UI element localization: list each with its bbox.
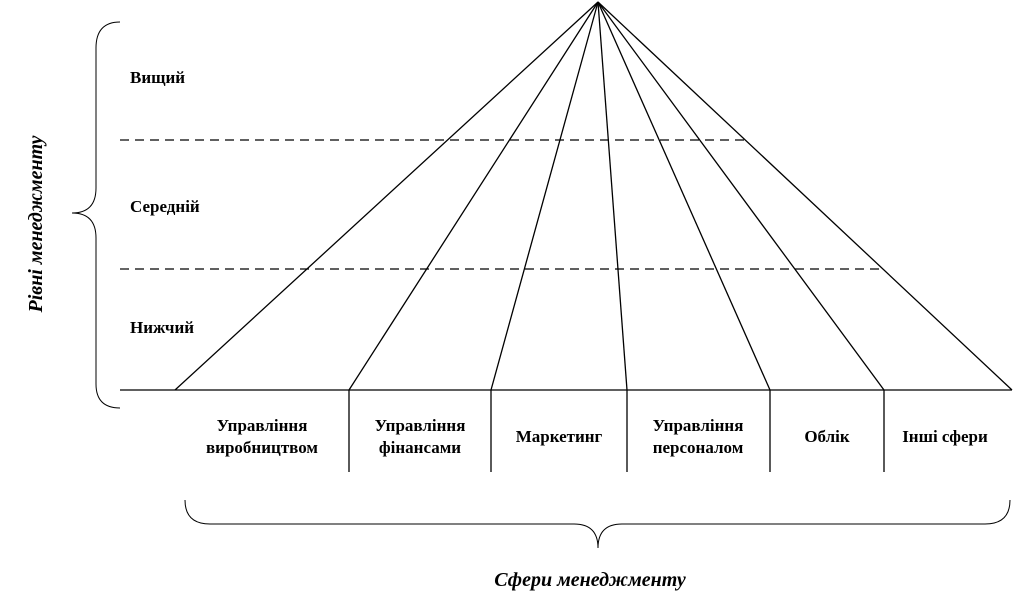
ray-5 [597, 1, 771, 391]
sphere-label-1-line-1: Управління [217, 416, 308, 435]
ray-7 [597, 1, 1013, 391]
sphere-label-5-line-1: Облік [804, 427, 850, 446]
levels-axis-title: Рівні менеджменту [25, 135, 47, 313]
level-label-bottom: Нижчий [130, 318, 194, 337]
ray-6 [597, 1, 885, 391]
spheres-brace [184, 499, 1011, 549]
sphere-label-4: Управління персоналом [653, 416, 744, 457]
ray-1 [174, 1, 599, 391]
ray-2 [348, 1, 599, 391]
sphere-label-2-line-2: фінансами [379, 438, 461, 457]
ray-4 [597, 1, 628, 391]
pyramid-rays [174, 1, 1013, 391]
sphere-label-1: Управління виробництвом [206, 416, 318, 457]
sphere-dividers [348, 390, 885, 472]
sphere-label-4-line-2: персоналом [653, 438, 744, 457]
sphere-label-3-line-1: Маркетинг [516, 427, 603, 446]
ray-3 [490, 1, 599, 391]
level-label-top: Вищий [130, 68, 185, 87]
sphere-labels: Управління виробництвом Управління фінансам… [206, 416, 988, 457]
sphere-label-6: Інші сфери [902, 427, 988, 446]
sphere-label-4-line-1: Управління [653, 416, 744, 435]
sphere-label-1-line-2: виробництвом [206, 438, 318, 457]
spheres-axis-title: Сфери менеджменту [494, 569, 686, 591]
sphere-label-2-line-1: Управління [375, 416, 466, 435]
levels-brace [71, 21, 121, 409]
level-separators [120, 139, 882, 270]
level-label-middle: Середній [130, 197, 200, 216]
sphere-label-2: Управління фінансами [375, 416, 466, 457]
sphere-label-6-line-1: Інші сфери [902, 427, 988, 446]
sphere-label-5: Облік [804, 427, 850, 446]
sphere-label-3: Маркетинг [516, 427, 603, 446]
